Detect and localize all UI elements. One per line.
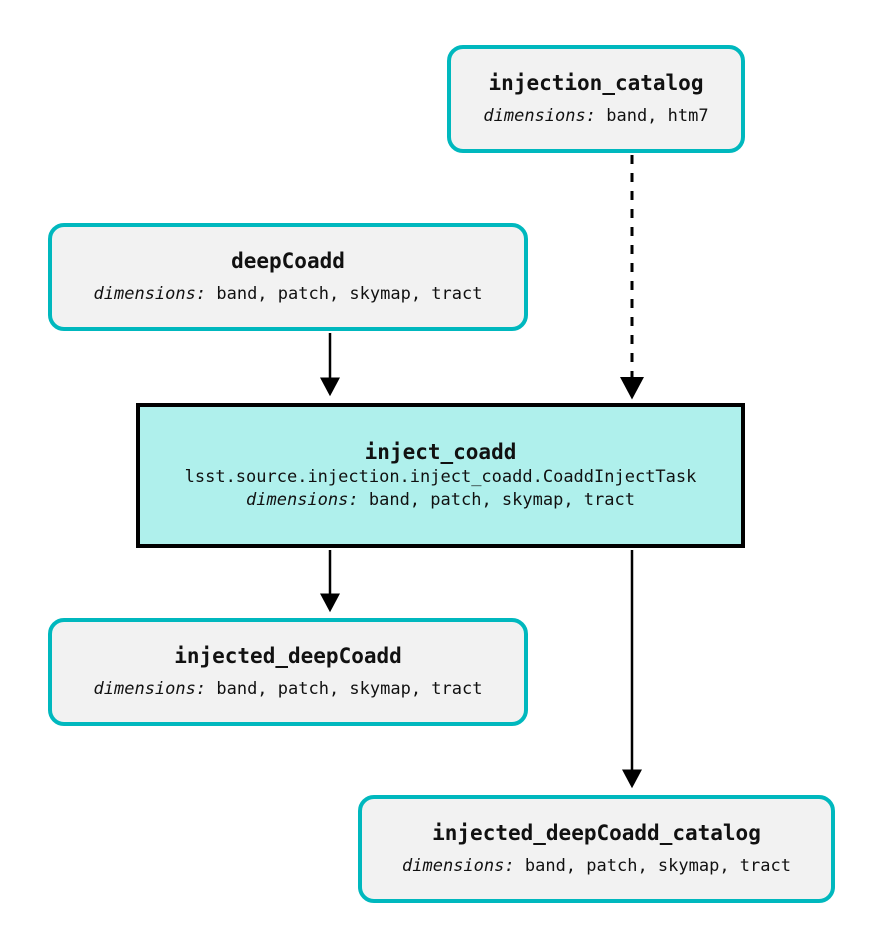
dataset-node-injection-catalog[interactable]: injection_catalog dimensions: band, htm7 xyxy=(447,45,745,153)
dimensions-label: dimensions: xyxy=(483,106,596,127)
node-title: deepCoadd xyxy=(231,248,345,273)
node-dimensions: dimensions: band, patch, skymap, tract xyxy=(94,283,483,305)
dataset-node-injected-deepcoadd-catalog[interactable]: injected_deepCoadd_catalog dimensions: b… xyxy=(358,795,835,903)
dimensions-values: band, patch, skymap, tract xyxy=(216,284,483,305)
node-class-path: lsst.source.injection.inject_coadd.Coadd… xyxy=(184,467,697,488)
node-title: injected_deepCoadd xyxy=(174,643,402,668)
node-title: inject_coadd xyxy=(364,440,517,465)
dataset-node-deepcoadd[interactable]: deepCoadd dimensions: band, patch, skyma… xyxy=(48,223,528,331)
node-dimensions: dimensions: band, patch, skymap, tract xyxy=(246,489,635,511)
dataset-node-injected-deepcoadd[interactable]: injected_deepCoadd dimensions: band, pat… xyxy=(48,618,528,726)
node-title: injected_deepCoadd_catalog xyxy=(432,820,761,845)
dimensions-label: dimensions: xyxy=(93,284,207,305)
dimensions-values: band, patch, skymap, tract xyxy=(368,489,635,510)
dimensions-label: dimensions: xyxy=(402,856,515,877)
dimensions-values: band, patch, skymap, tract xyxy=(216,679,483,700)
node-title: injection_catalog xyxy=(488,70,704,95)
dimensions-label: dimensions: xyxy=(246,489,359,510)
dimensions-label: dimensions: xyxy=(93,679,207,700)
node-dimensions: dimensions: band, patch, skymap, tract xyxy=(94,678,483,700)
dimensions-values: band, htm7 xyxy=(606,106,709,127)
node-dimensions: dimensions: band, patch, skymap, tract xyxy=(402,855,791,877)
task-node-inject-coadd[interactable]: inject_coadd lsst.source.injection.injec… xyxy=(136,403,745,548)
dimensions-values: band, patch, skymap, tract xyxy=(524,856,791,877)
node-dimensions: dimensions: band, htm7 xyxy=(483,105,708,127)
